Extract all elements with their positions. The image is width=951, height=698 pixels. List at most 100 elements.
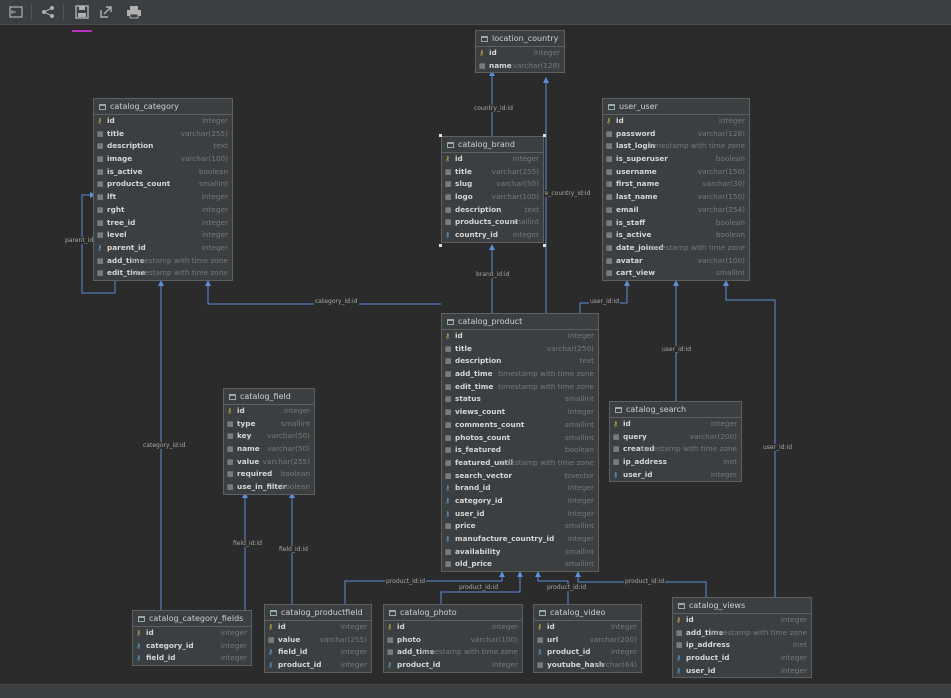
table-header[interactable]: catalog_photo: [384, 605, 522, 621]
export-icon[interactable]: [96, 2, 116, 22]
table-header[interactable]: catalog_category: [94, 99, 232, 115]
selection-handle[interactable]: [439, 244, 442, 247]
table-header[interactable]: catalog_product: [442, 314, 598, 330]
fit-to-screen-icon[interactable]: [6, 2, 26, 22]
table-header[interactable]: catalog_field: [224, 389, 314, 405]
selection-handle[interactable]: [543, 244, 546, 247]
table-header[interactable]: catalog_brand: [442, 137, 543, 153]
table-header[interactable]: user_user: [603, 99, 749, 115]
share-graph-icon[interactable]: [38, 2, 58, 22]
table-header[interactable]: location_country: [476, 31, 564, 47]
table-header[interactable]: catalog_video: [534, 605, 641, 621]
table-header[interactable]: catalog_category_fields: [133, 611, 251, 627]
save-icon[interactable]: [72, 2, 92, 22]
table-header[interactable]: catalog_views: [673, 598, 811, 614]
table-header[interactable]: catalog_search: [610, 402, 741, 418]
